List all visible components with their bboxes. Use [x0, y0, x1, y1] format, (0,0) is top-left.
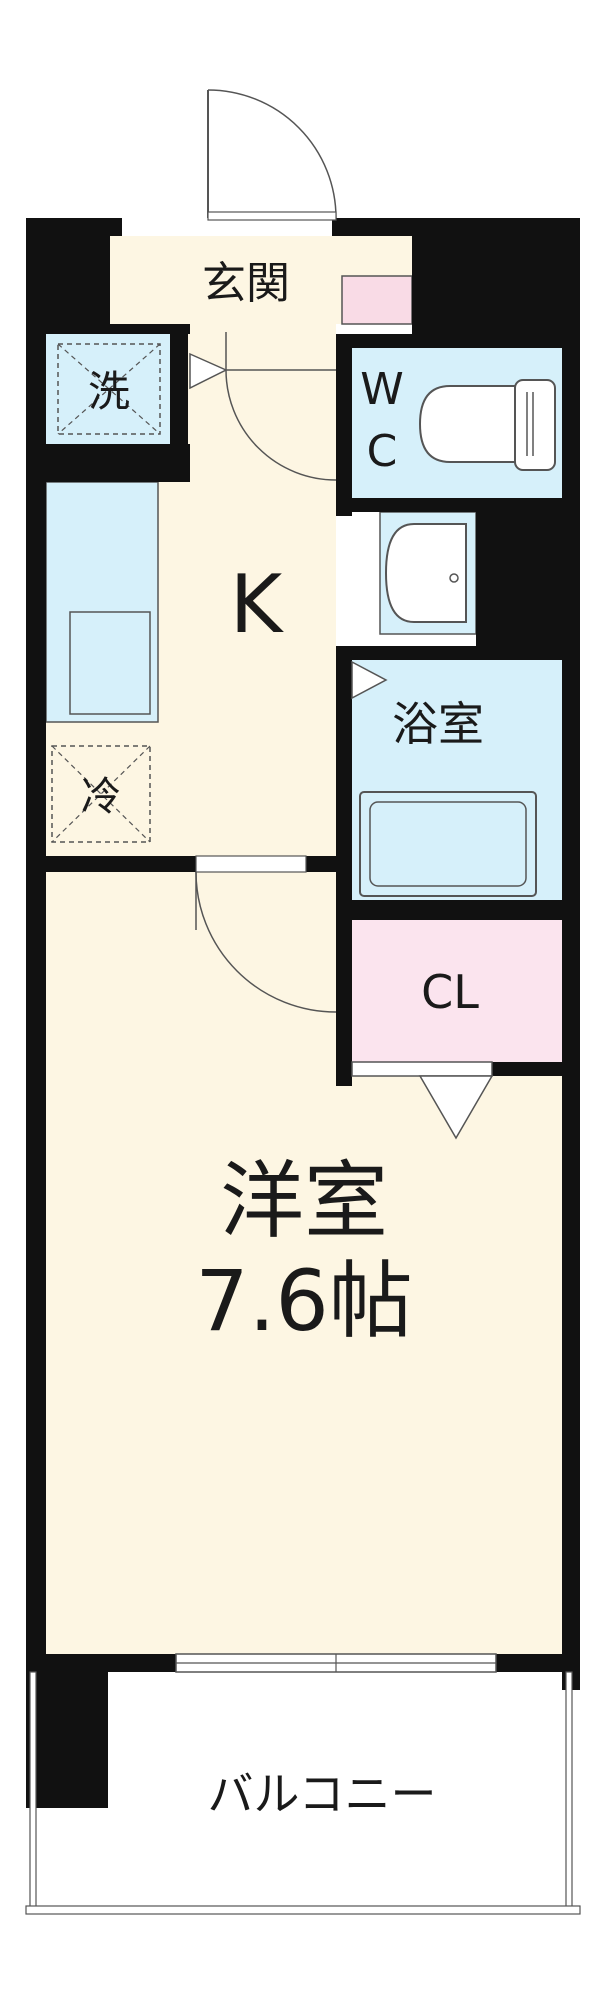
entrance-door[interactable]: [207, 89, 337, 221]
bath-label: 浴室: [392, 697, 484, 751]
balcony-railing-right: [565, 1671, 573, 1913]
western-room-door[interactable]: [195, 855, 337, 1013]
kitchen-counter: [45, 481, 159, 723]
western-room-label: 洋室: [220, 1152, 388, 1250]
shoe-cabinet: [341, 275, 413, 325]
wc-label-c: C: [367, 426, 398, 477]
fridge-box: [51, 745, 151, 843]
fridge-cross: [51, 745, 151, 843]
closet-floor: [352, 920, 562, 1062]
fridge-cross: [51, 745, 151, 843]
western-room-size: 7.6帖: [195, 1252, 413, 1350]
walls: [26, 218, 580, 1808]
balcony-floor: [46, 1664, 562, 1910]
bath-door-marker: [351, 660, 388, 700]
closet-door-marker: [418, 1075, 494, 1140]
washer-cross: [57, 343, 161, 435]
closet-label: CL: [421, 965, 479, 1019]
toilet-icon: [418, 379, 556, 471]
washer-cross: [57, 343, 161, 435]
bathtub-inner: [369, 801, 527, 887]
closet-door-track: [351, 1061, 493, 1077]
washer-box: [57, 343, 161, 435]
kitchen-sink: [69, 611, 151, 715]
washer-door-marker: [189, 352, 228, 390]
wc-door[interactable]: [225, 332, 337, 481]
entrance-label: 玄関: [202, 258, 290, 309]
balcony-railing-bottom: [25, 1905, 581, 1915]
washer-label: 洗: [88, 367, 130, 416]
balcony-label: バルコニー: [207, 1767, 436, 1821]
kitchen-label: K: [230, 558, 285, 651]
wc-label-w: W: [360, 364, 404, 415]
balcony-railing-left: [29, 1671, 37, 1913]
washbasin-icon: [384, 523, 467, 623]
bathtub: [359, 791, 537, 897]
western-room-floor-right: [336, 1062, 562, 1654]
fridge-label: 冷: [81, 774, 121, 820]
